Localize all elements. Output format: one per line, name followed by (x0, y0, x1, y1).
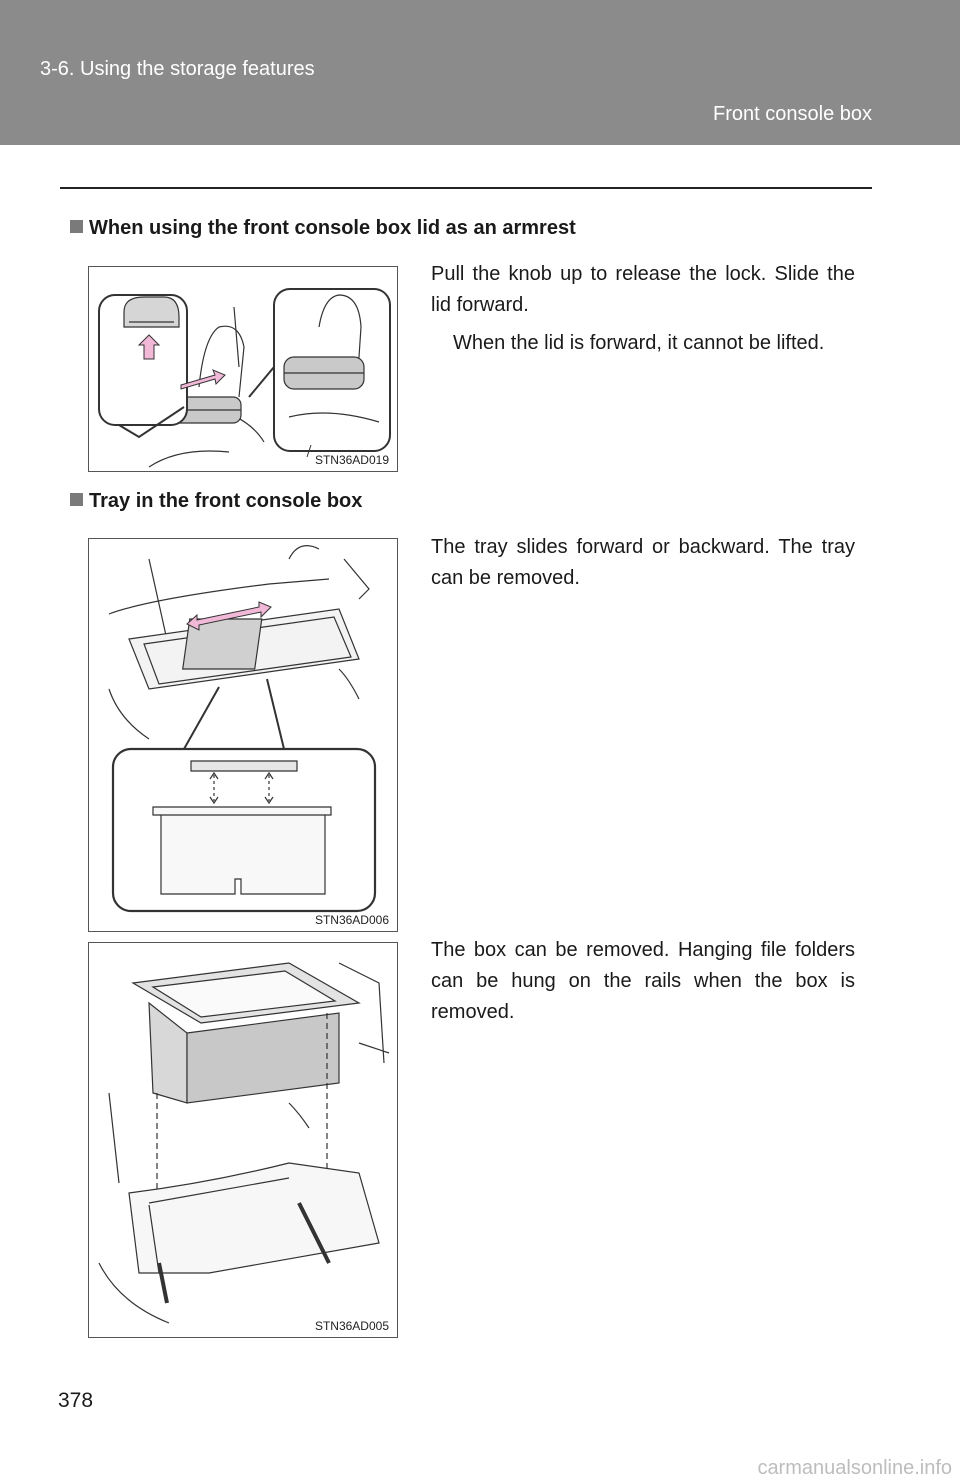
page-number: 378 (58, 1389, 94, 1412)
paragraph-tray: The tray slides forward or backward. The… (431, 536, 855, 589)
page-header: 3-6. Using the storage features Front co… (0, 0, 960, 145)
figure-code: STN36AD019 (314, 453, 389, 467)
page-subtitle: Front console box (713, 103, 872, 125)
square-bullet-icon (70, 220, 83, 233)
section-heading-armrest: When using the front console box lid as … (70, 217, 576, 240)
paragraph-box: The box can be removed. Hanging file fol… (431, 939, 855, 1023)
heading-text: When using the front console box lid as … (89, 217, 576, 239)
figure-code: STN36AD005 (314, 1319, 389, 1333)
header-rule (60, 187, 872, 189)
figure-armrest: STN36AD019 (88, 266, 398, 472)
box-illustration (98, 962, 390, 1324)
figure-tray: STN36AD006 (88, 538, 398, 932)
figure-box: STN36AD005 (88, 942, 398, 1338)
watermark: carmanualsonline.info (757, 1457, 952, 1479)
heading-text: Tray in the front console box (89, 490, 363, 512)
paragraph-armrest-release: Pull the knob up to release the lock. Sl… (431, 263, 855, 316)
section-heading-tray: Tray in the front console box (70, 490, 362, 513)
paragraph-armrest-note: When the lid is forward, it cannot be li… (453, 332, 825, 354)
armrest-illustration (98, 288, 391, 468)
square-bullet-icon (70, 493, 83, 506)
section-title: 3-6. Using the storage features (40, 58, 315, 80)
tray-illustration (108, 545, 377, 913)
figure-code: STN36AD006 (314, 913, 389, 927)
